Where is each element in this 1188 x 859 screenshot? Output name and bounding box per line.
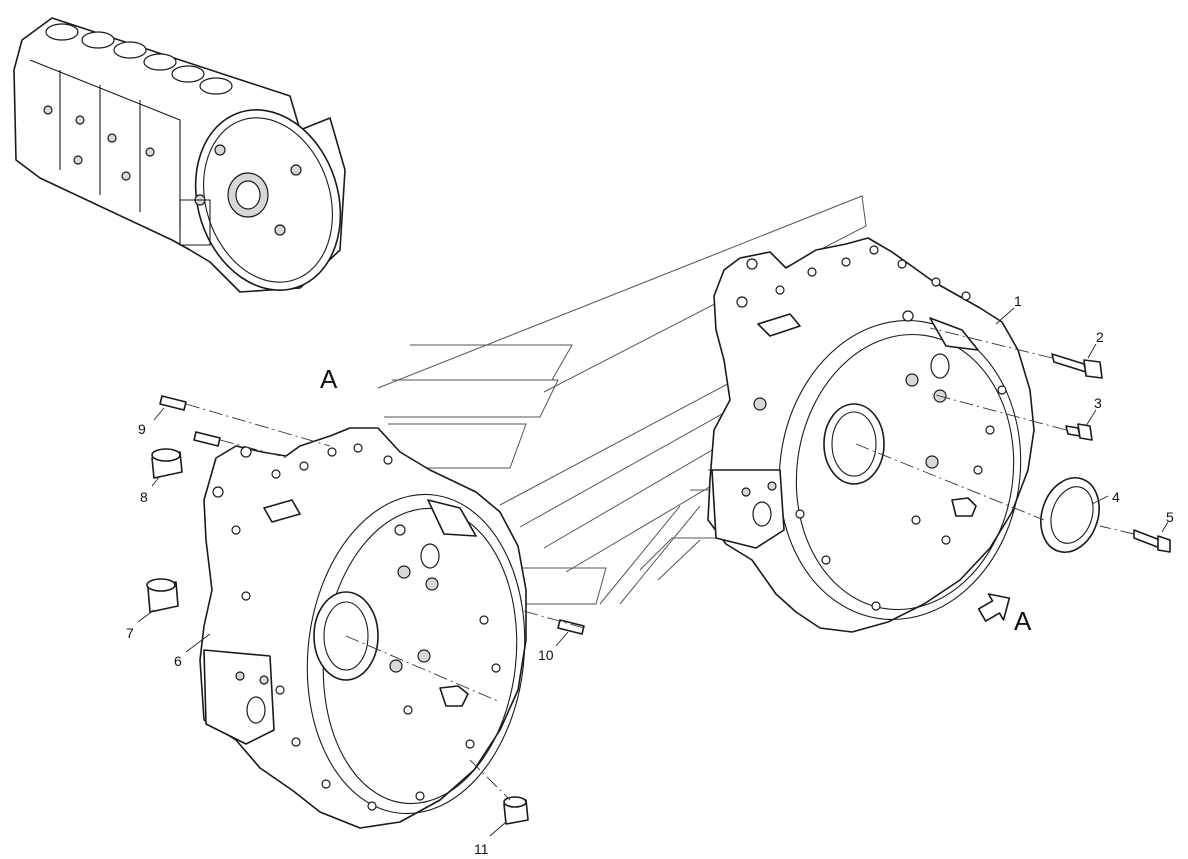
- leader-lines: [137, 307, 1169, 837]
- callout-3: 3: [1094, 395, 1102, 411]
- assembly-centerlines: [185, 327, 1135, 801]
- view-marker-arrow: A: [1014, 606, 1032, 636]
- callout-2: 2: [1096, 329, 1104, 345]
- callout-6: 6: [174, 653, 182, 669]
- callout-labels: 1 2 3 4 5 6 7 8 9 10 11: [126, 293, 1174, 857]
- plug-small: [503, 796, 529, 825]
- callout-1: 1: [1014, 293, 1022, 309]
- engine-block-thumbnail: [13, 17, 346, 293]
- view-arrow-a: [977, 593, 1011, 622]
- flywheel-housing-rear: [707, 237, 1035, 633]
- callout-9: 9: [138, 421, 146, 437]
- bolt-long: [1051, 353, 1103, 379]
- callout-4: 4: [1112, 489, 1120, 505]
- callout-8: 8: [140, 489, 148, 505]
- view-marker-top: A: [320, 364, 338, 394]
- seal-ring: [1040, 477, 1100, 553]
- plug-large: [146, 578, 179, 613]
- callout-11: 11: [474, 841, 489, 857]
- bolt-short: [1065, 423, 1093, 441]
- flywheel-housing-front: [199, 427, 527, 829]
- plug-cap: [151, 448, 183, 479]
- bolt: [1133, 529, 1171, 553]
- callout-10: 10: [538, 647, 554, 663]
- dowel-pin: [159, 395, 221, 447]
- callout-5: 5: [1166, 509, 1174, 525]
- dowel-pin-small: [557, 619, 585, 635]
- callout-7: 7: [126, 625, 134, 641]
